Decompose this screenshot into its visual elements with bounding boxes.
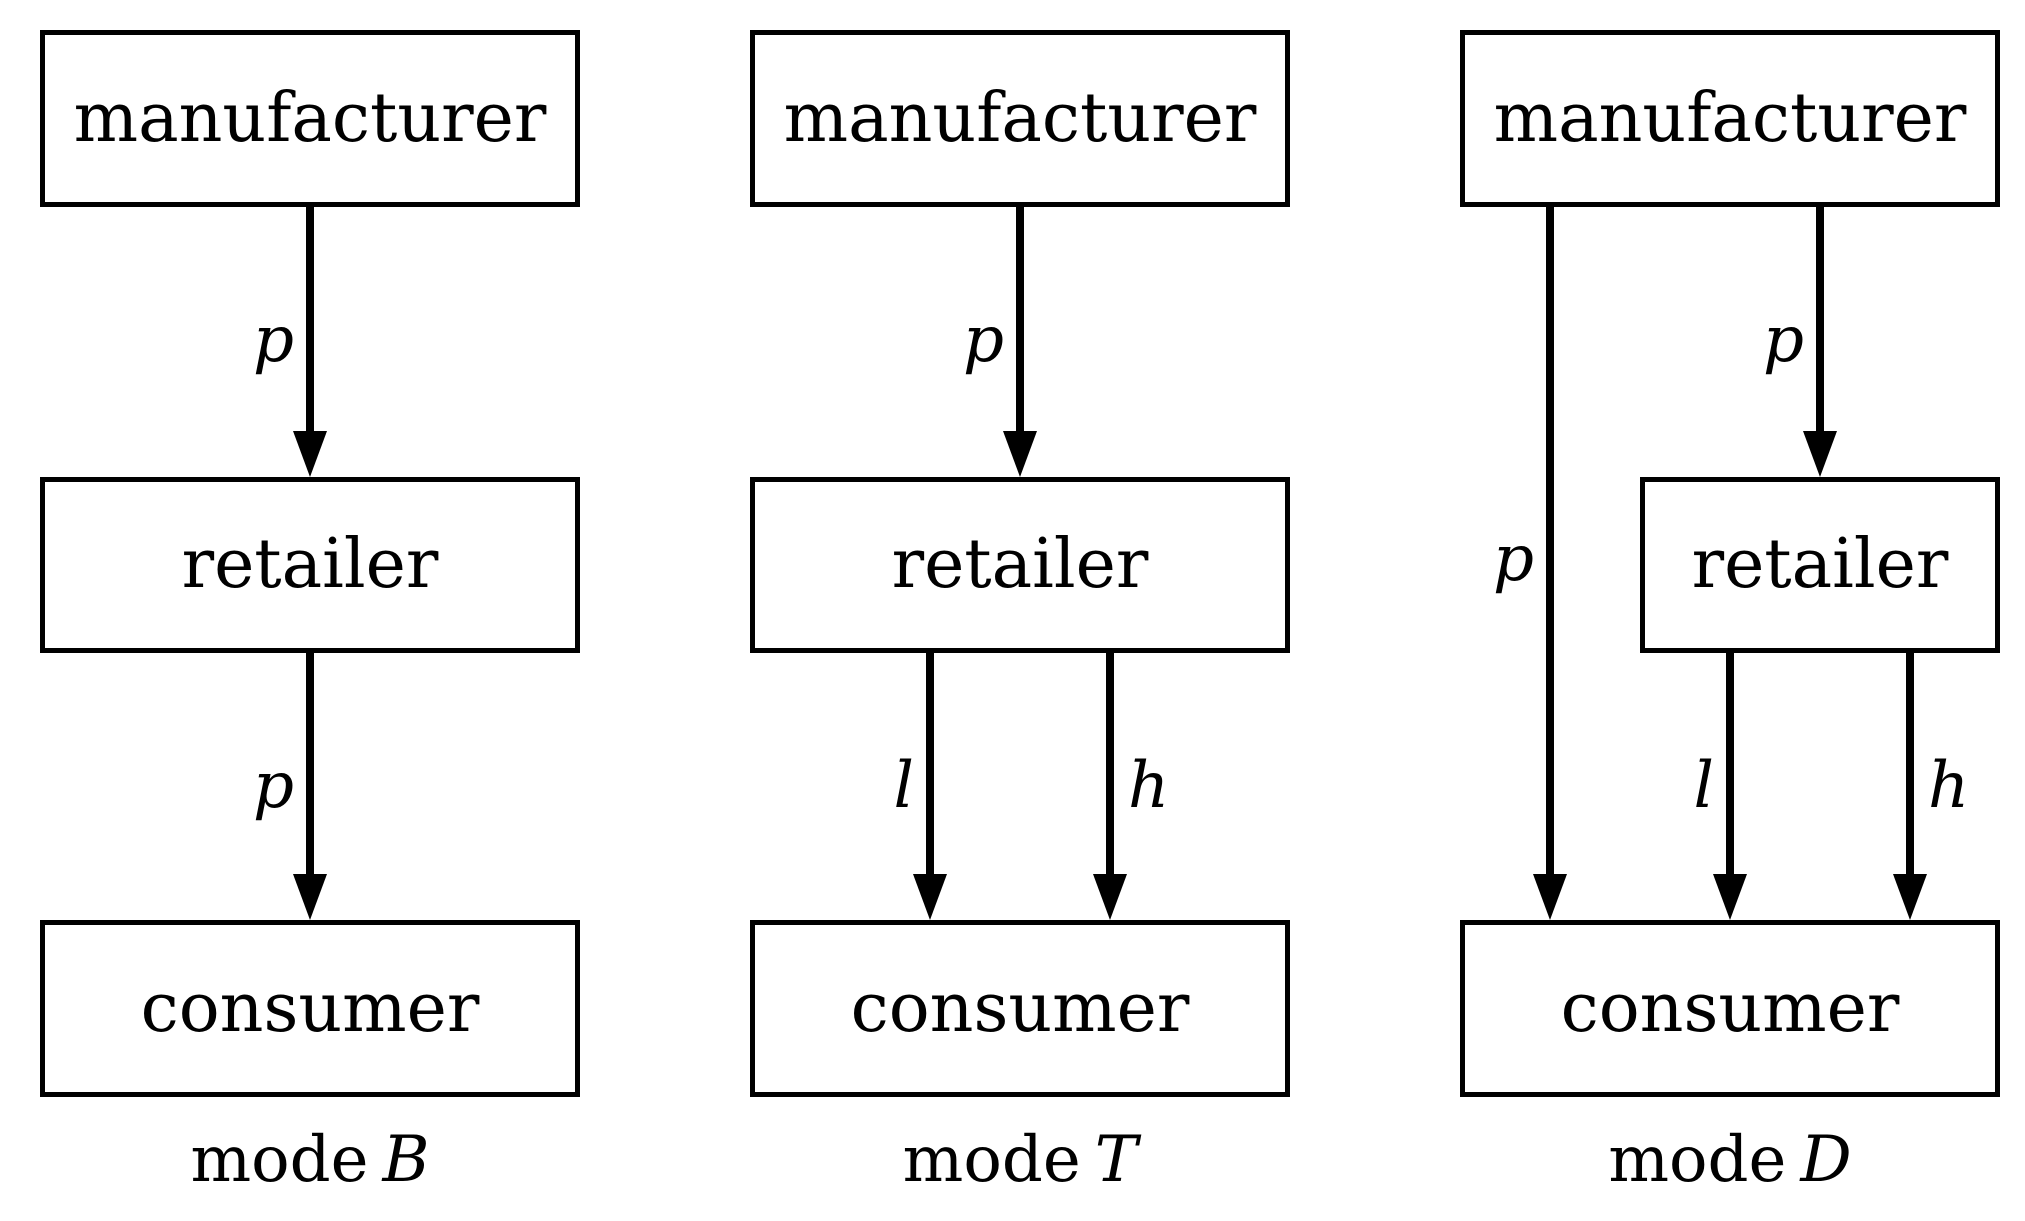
consumer-box: consumer xyxy=(40,920,580,1097)
arrow-shaft xyxy=(1906,653,1914,890)
arrow-label-p: p xyxy=(1493,522,1534,596)
retailer-box: retailer xyxy=(1640,477,2000,653)
arrowhead-icon xyxy=(293,874,327,920)
retailer-box: retailer xyxy=(750,477,1290,653)
retailer-label: retailer xyxy=(1691,525,1949,604)
manufacturer-label: manufacturer xyxy=(73,78,547,158)
arrowhead-icon xyxy=(1893,874,1927,920)
mode-word: mode xyxy=(1608,1123,1787,1197)
arrowhead-icon xyxy=(1533,874,1567,920)
mode-letter: B xyxy=(382,1123,430,1197)
arrow-label-p: p xyxy=(963,303,1004,377)
arrow-shaft xyxy=(1016,207,1024,447)
arrow-label-h: h xyxy=(1928,749,1970,823)
retailer-label: retailer xyxy=(181,525,439,604)
arrow-label-p: p xyxy=(1763,303,1804,377)
arrow-shaft xyxy=(1546,207,1554,890)
retailer-box: retailer xyxy=(40,477,580,653)
mode-word: mode xyxy=(902,1123,1081,1197)
arrowhead-icon xyxy=(1803,431,1837,477)
manufacturer-box: manufacturer xyxy=(40,30,580,207)
mode-word: mode xyxy=(190,1123,369,1197)
manufacturer-label: manufacturer xyxy=(1493,78,1967,158)
mode-letter: D xyxy=(1800,1123,1852,1197)
manufacturer-box: manufacturer xyxy=(750,30,1290,207)
arrow-label-p: p xyxy=(253,303,294,377)
consumer-box: consumer xyxy=(1460,920,2000,1097)
arrow-shaft xyxy=(306,207,314,447)
arrow-shaft xyxy=(1816,207,1824,447)
arrow-label-l: l xyxy=(1693,749,1714,823)
arrowhead-icon xyxy=(293,431,327,477)
arrow-shaft xyxy=(1106,653,1114,890)
arrow-shaft xyxy=(306,653,314,890)
arrowhead-icon xyxy=(913,874,947,920)
arrow-shaft xyxy=(926,653,934,890)
retailer-label: retailer xyxy=(891,525,1149,604)
arrow-label-l: l xyxy=(893,749,914,823)
consumer-label: consumer xyxy=(140,968,480,1048)
arrow-shaft xyxy=(1726,653,1734,890)
arrow-label-p: p xyxy=(253,749,294,823)
manufacturer-box: manufacturer xyxy=(1460,30,2000,207)
mode-letter: T xyxy=(1094,1123,1138,1197)
consumer-label: consumer xyxy=(1560,968,1900,1048)
arrowhead-icon xyxy=(1713,874,1747,920)
manufacturer-label: manufacturer xyxy=(783,78,1257,158)
arrowhead-icon xyxy=(1093,874,1127,920)
arrow-label-h: h xyxy=(1128,749,1170,823)
consumer-label: consumer xyxy=(850,968,1190,1048)
consumer-box: consumer xyxy=(750,920,1290,1097)
arrowhead-icon xyxy=(1003,431,1037,477)
